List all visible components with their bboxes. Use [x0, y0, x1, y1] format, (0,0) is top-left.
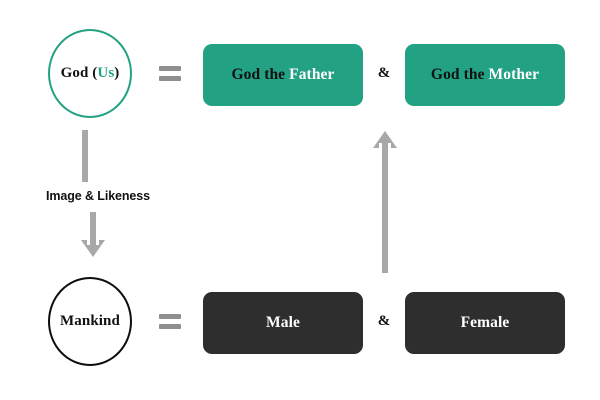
down-arrow-icon	[81, 212, 105, 257]
god-the-mother-label: God the Mother	[431, 66, 539, 84]
god-the-father-label: God the Father	[232, 66, 335, 84]
equals-bar-upper	[159, 314, 181, 319]
god-the-mother-emphasis: Mother	[488, 66, 540, 83]
male-label: Male	[266, 314, 300, 331]
equals-bar-upper	[159, 66, 181, 71]
mankind-circle: Mankind	[48, 277, 132, 366]
god-the-mother-prefix: God the	[430, 66, 489, 83]
equals-bar-lower	[159, 324, 181, 329]
god-us-label: God (Us)	[61, 65, 120, 82]
male-box: Male	[203, 292, 363, 354]
ampersand-bottom: &	[377, 313, 391, 329]
up-arrow-icon	[373, 131, 397, 273]
god-the-mother-box: God the Mother	[405, 44, 565, 106]
god-us-label-accent: Us	[97, 65, 115, 81]
god-the-father-box: God the Father	[203, 44, 363, 106]
down-arrow-shaft-upper-icon	[82, 130, 88, 182]
god-the-father-emphasis: Father	[289, 66, 335, 83]
image-and-likeness-caption: Image & Likeness	[45, 189, 150, 203]
female-box: Female	[405, 292, 565, 354]
god-the-father-prefix: God the	[231, 66, 290, 83]
equals-bar-lower	[159, 76, 181, 81]
female-label: Female	[460, 314, 510, 331]
equals-sign-top	[159, 66, 181, 82]
god-us-circle: God (Us)	[48, 29, 132, 118]
mankind-label: Mankind	[60, 313, 120, 329]
ampersand-top: &	[377, 65, 391, 81]
god-us-label-suffix: )	[114, 65, 120, 81]
god-us-label-prefix: God (	[60, 65, 98, 81]
equals-sign-bottom	[159, 314, 181, 330]
